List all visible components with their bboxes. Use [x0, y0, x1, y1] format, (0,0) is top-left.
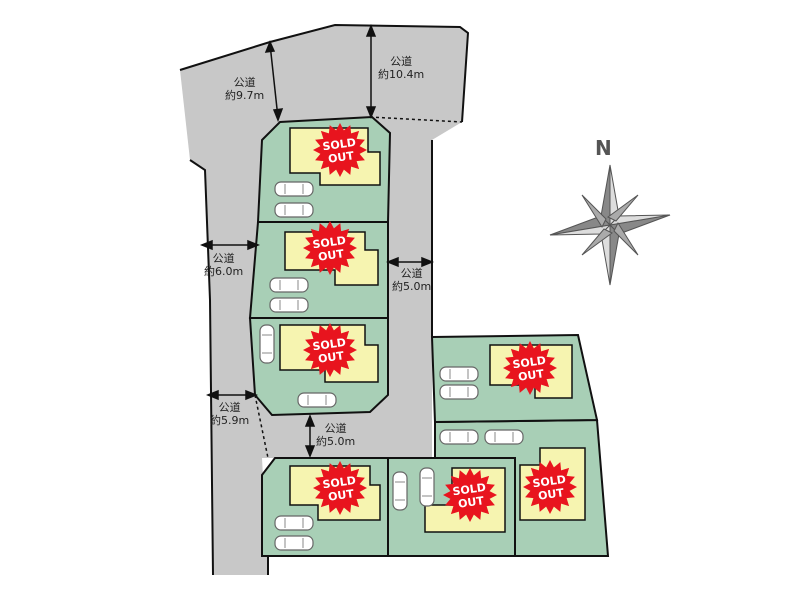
road-label: 公道約5.0m: [316, 422, 355, 448]
road-width: 約6.0m: [204, 265, 244, 278]
out-label: OUT: [457, 494, 485, 511]
cars: [259, 181, 524, 551]
road-width: 約5.0m: [392, 280, 432, 293]
dimension-arrows: [199, 23, 435, 459]
sold-label: SOLD: [452, 481, 487, 499]
road-name: 公道: [212, 252, 235, 265]
car-icon: [484, 429, 524, 445]
out-label: OUT: [317, 247, 345, 264]
car-icon: [392, 471, 408, 511]
road-width: 約9.7m: [225, 89, 265, 102]
car-icon: [419, 467, 435, 507]
out-label: OUT: [317, 349, 345, 366]
out-label: OUT: [537, 486, 565, 503]
car-icon: [274, 535, 314, 551]
sold-label: SOLD: [322, 474, 357, 492]
car-icon: [439, 384, 479, 400]
road-width: 約5.9m: [210, 414, 250, 427]
sold-label: SOLD: [532, 473, 567, 491]
road-name: 公道: [390, 55, 413, 68]
car-icon: [269, 277, 309, 293]
road-width: 約5.0m: [316, 435, 356, 448]
out-label: OUT: [327, 149, 355, 166]
out-label: OUT: [517, 367, 545, 384]
road-edge: [179, 23, 470, 123]
car-icon: [297, 392, 337, 408]
road-name: 公道: [400, 267, 423, 280]
road-name: 公道: [324, 422, 347, 435]
road-width: 約10.4m: [378, 68, 425, 81]
car-icon: [439, 429, 479, 445]
road-name: 公道: [218, 401, 241, 414]
compass-north-label: N: [595, 136, 612, 160]
road-label: 公道約10.4m: [378, 55, 424, 81]
compass-icon: [549, 164, 671, 286]
car-icon: [274, 181, 314, 197]
road-label: 公道約6.0m: [204, 252, 243, 278]
car-icon: [439, 366, 479, 382]
out-label: OUT: [327, 487, 355, 504]
sold-label: SOLD: [312, 336, 347, 354]
road-label: 公道約5.0m: [392, 267, 431, 293]
car-icon: [269, 297, 309, 313]
road-label: 公道約5.9m: [210, 401, 249, 427]
car-icon: [274, 515, 314, 531]
sold-label: SOLD: [312, 234, 347, 252]
road-edge: [189, 159, 214, 576]
sold-label: SOLD: [322, 136, 357, 154]
road-label: 公道約9.7m: [225, 76, 264, 102]
road-name: 公道: [233, 76, 256, 89]
sold-label: SOLD: [512, 354, 547, 372]
car-icon: [259, 324, 275, 364]
car-icon: [274, 202, 314, 218]
